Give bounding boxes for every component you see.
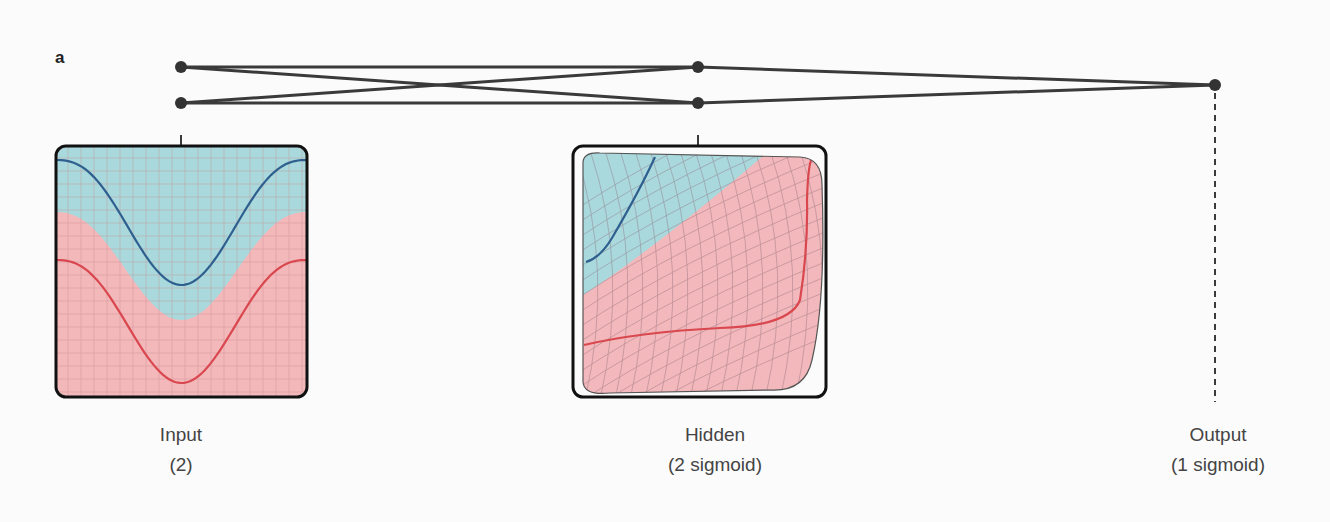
input-space xyxy=(57,147,306,396)
layer-size: (2) xyxy=(169,454,192,477)
input-frame xyxy=(56,146,307,397)
layer-name: Input xyxy=(160,424,202,447)
layer-size: (1 sigmoid) xyxy=(1171,454,1265,477)
neuron-dots xyxy=(175,61,1221,109)
panel-letter: a xyxy=(55,48,64,68)
network-connections xyxy=(181,67,1215,402)
layer-name: Output xyxy=(1189,424,1246,447)
warped-outline xyxy=(583,153,823,394)
layer-name: Hidden xyxy=(685,424,745,447)
layer-size: (2 sigmoid) xyxy=(668,454,762,477)
hidden-frame xyxy=(573,146,826,397)
hidden-space xyxy=(575,80,853,465)
